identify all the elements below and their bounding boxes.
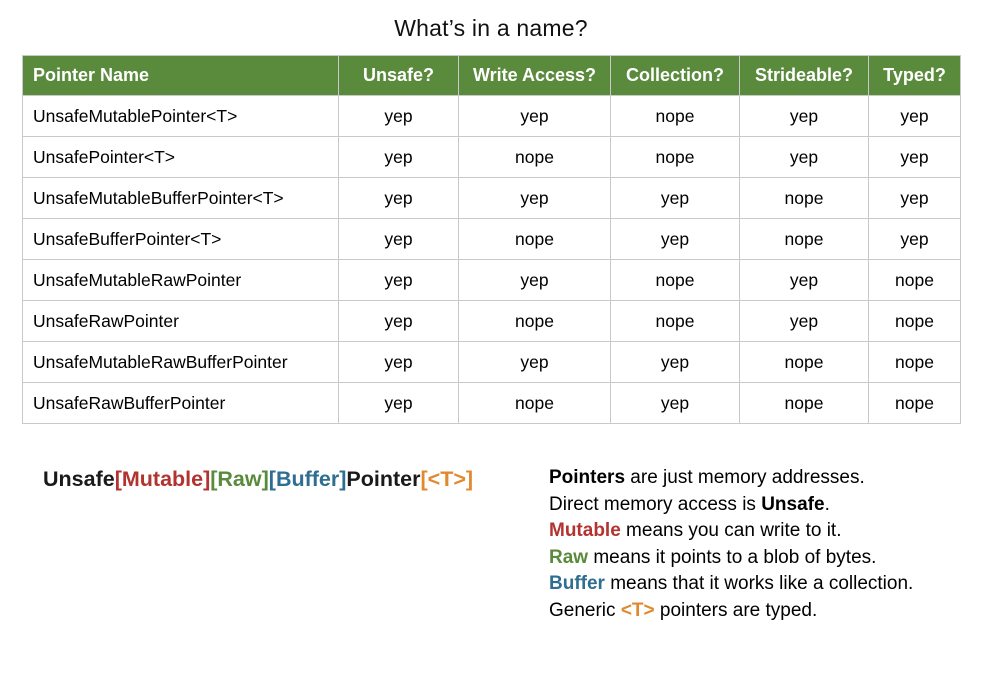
value-cell: yep — [739, 300, 869, 342]
note-line: Direct memory access is Unsafe. — [549, 492, 913, 519]
value-cell: nope — [458, 300, 611, 342]
value-cell: nope — [739, 382, 869, 424]
legend-section: Unsafe[Mutable][Raw][Buffer]Pointer[<T>]… — [43, 465, 1000, 624]
value-cell: nope — [868, 259, 961, 301]
text-segment: Pointers — [549, 467, 626, 488]
text-segment: Mutable — [549, 520, 621, 541]
formula-segment-generic: [<T>] — [420, 467, 474, 491]
value-cell: nope — [739, 218, 869, 260]
note-line: Mutable means you can write to it. — [549, 518, 913, 545]
text-segment: <T> — [620, 599, 655, 621]
text-segment: . — [824, 493, 830, 515]
formula-segment-pointer: Pointer — [346, 467, 421, 491]
value-cell: nope — [458, 218, 611, 260]
page-title: What’s in a name? — [394, 15, 588, 41]
value-cell: yep — [338, 259, 459, 301]
value-cell: nope — [610, 300, 740, 342]
value-cell: yep — [610, 218, 740, 260]
naming-formula: Unsafe[Mutable][Raw][Buffer]Pointer[<T>] — [43, 465, 531, 492]
pointer-name-cell: UnsafeMutableRawPointer — [22, 259, 339, 301]
pointer-name-cell: UnsafeMutableRawBufferPointer — [22, 341, 339, 383]
value-cell: yep — [610, 177, 740, 219]
value-cell: yep — [610, 382, 740, 424]
pointer-name-cell: UnsafePointer<T> — [22, 136, 339, 178]
pointer-name-cell: UnsafeBufferPointer<T> — [22, 218, 339, 260]
value-cell: yep — [610, 341, 740, 383]
value-cell: nope — [610, 259, 740, 301]
value-cell: yep — [458, 259, 611, 301]
pointer-name-cell: UnsafeMutablePointer<T> — [22, 95, 339, 137]
note-line: Raw means it points to a blob of bytes. — [549, 545, 913, 572]
value-cell: nope — [739, 177, 869, 219]
value-cell: yep — [739, 259, 869, 301]
value-cell: nope — [868, 300, 961, 342]
value-cell: yep — [868, 136, 961, 178]
pointer-name-cell: UnsafeRawPointer — [22, 300, 339, 342]
value-cell: yep — [458, 95, 611, 137]
text-segment: pointers are typed. — [654, 599, 818, 621]
pointer-name-cell: UnsafeMutableBufferPointer<T> — [22, 177, 339, 219]
note-line: Generic <T> pointers are typed. — [549, 598, 913, 625]
note-line: Buffer means that it works like a collec… — [549, 571, 913, 598]
text-segment: means it points to a blob of bytes. — [588, 546, 877, 568]
value-cell: nope — [610, 136, 740, 178]
value-cell: yep — [338, 300, 459, 342]
value-cell: yep — [458, 177, 611, 219]
text-segment: Buffer — [549, 573, 605, 594]
value-cell: yep — [868, 177, 961, 219]
value-cell: nope — [458, 382, 611, 424]
column-header: Collection? — [610, 55, 740, 96]
value-cell: yep — [338, 218, 459, 260]
value-cell: yep — [739, 95, 869, 137]
column-header: Unsafe? — [338, 55, 459, 96]
formula-segment-mutable: [Mutable] — [114, 467, 211, 491]
formula-segment-buffer: [Buffer] — [268, 467, 347, 491]
formula-segment-raw: [Raw] — [210, 467, 269, 491]
value-cell: yep — [338, 382, 459, 424]
pointer-name-cell: UnsafeRawBufferPointer — [22, 382, 339, 424]
text-segment: means that it works like a collection. — [604, 573, 914, 594]
note-line: Pointers are just memory addresses. — [549, 465, 913, 492]
text-segment: means you can write to it. — [620, 520, 842, 541]
value-cell: yep — [338, 177, 459, 219]
column-header: Write Access? — [458, 55, 611, 96]
value-cell: nope — [739, 341, 869, 383]
text-segment: Raw — [549, 546, 589, 568]
value-cell: nope — [868, 341, 961, 383]
legend-notes: Pointers are just memory addresses.Direc… — [549, 465, 913, 624]
value-cell: yep — [458, 341, 611, 383]
formula-segment-unsafe: Unsafe — [43, 467, 115, 491]
value-cell: yep — [868, 95, 961, 137]
text-segment: are just memory addresses. — [625, 467, 865, 488]
column-header: Pointer Name — [22, 55, 339, 96]
value-cell: yep — [338, 341, 459, 383]
value-cell: yep — [338, 95, 459, 137]
text-segment: Unsafe — [761, 493, 825, 515]
column-header: Strideable? — [739, 55, 869, 96]
value-cell: nope — [868, 382, 961, 424]
value-cell: yep — [868, 218, 961, 260]
text-segment: Direct memory access is — [549, 493, 762, 515]
column-header: Typed? — [868, 55, 961, 96]
value-cell: yep — [338, 136, 459, 178]
value-cell: nope — [610, 95, 740, 137]
value-cell: nope — [458, 136, 611, 178]
title-container: What’s in a name? — [22, 0, 960, 42]
text-segment: Generic — [549, 599, 621, 621]
value-cell: yep — [739, 136, 869, 178]
